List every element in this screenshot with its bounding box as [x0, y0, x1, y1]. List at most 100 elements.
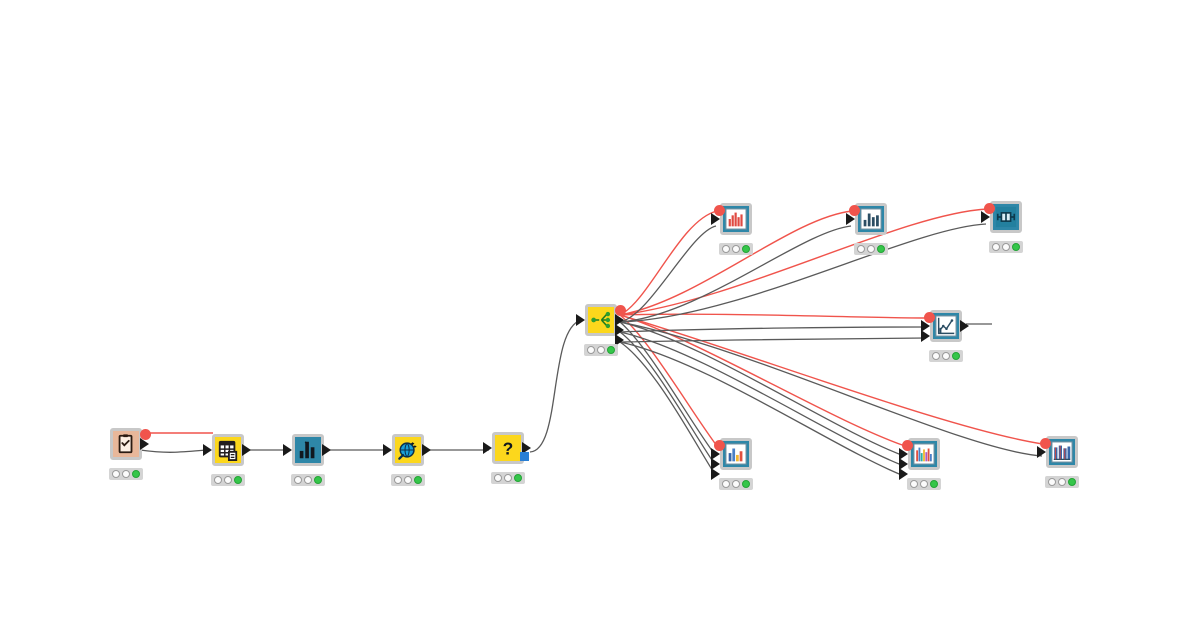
box-plot-view-node-status-lamp-3: [1012, 243, 1020, 251]
colored-bar-chart-view-node-status-lamp-1: [722, 480, 730, 488]
edge-hub-data2-to-v4[interactable]: [619, 326, 927, 333]
statistics-node-out-data-port-1[interactable]: [322, 444, 331, 456]
unknown-question-node-status-lamp-3: [514, 474, 522, 482]
unknown-question-node-out-flow-port[interactable]: [520, 452, 529, 461]
bar-chart-view-node-status-bar: [719, 243, 753, 255]
edge-hub-data3-to-v5[interactable]: [619, 341, 717, 477]
splitter-hub-node-out-variable-port[interactable]: [615, 305, 626, 316]
edge-hub-data3-to-v6[interactable]: [619, 341, 905, 477]
table-manipulator-node-out-data-port-1[interactable]: [242, 444, 251, 456]
colored-bar-chart-view-node-status-lamp-3: [742, 480, 750, 488]
svg-text:?: ?: [503, 438, 514, 458]
multi-series-chart-view-node-in-data-port-1[interactable]: [899, 448, 908, 460]
histogram-dark-icon: [299, 441, 315, 459]
statistics-node[interactable]: [292, 434, 324, 466]
colored-bar-chart-view-node-in-data-port-3[interactable]: [711, 468, 720, 480]
unknown-question-node-out-data-port-1[interactable]: [522, 442, 531, 454]
globe-magnifier-icon: [398, 442, 417, 460]
line-plot-view-node[interactable]: [930, 310, 962, 342]
grouped-bar-chart-view-node-in-data-port-1[interactable]: [1037, 446, 1046, 458]
splitter-hub-node-in-data-port-1[interactable]: [576, 314, 585, 326]
file-reader-node[interactable]: [110, 428, 142, 460]
edge-n1-data-to-n2[interactable]: [139, 449, 208, 453]
column-chart-view-node[interactable]: [855, 203, 887, 235]
search-globe-node-out-data-port-1[interactable]: [422, 444, 431, 456]
grouped-bar-chart-view-node-status-bar: [1045, 476, 1079, 488]
bar-chart-view-node-in-data-port-1[interactable]: [711, 213, 720, 225]
box-plot-view-node-in-data-port-1[interactable]: [981, 211, 990, 223]
search-globe-node-in-data-port-1[interactable]: [383, 444, 392, 456]
edge-hub-var-to-v4[interactable]: [619, 313, 928, 319]
edge-hub-data2-to-v5[interactable]: [619, 331, 717, 467]
splitter-hub-node-out-data-port-2[interactable]: [615, 324, 624, 336]
bar-chart-view-node[interactable]: [720, 203, 752, 235]
edge-hub-data1-to-v2[interactable]: [619, 225, 852, 323]
colored-bar-chart-icon: [725, 443, 747, 465]
unknown-question-node-status-lamp-2: [504, 474, 512, 482]
grouped-bar-chart-view-node[interactable]: [1046, 436, 1078, 468]
colored-bar-chart-view-node-status-lamp-2: [732, 480, 740, 488]
search-globe-node[interactable]: [392, 434, 424, 466]
splitter-hub-node-out-data-port-3[interactable]: [615, 334, 624, 346]
edge-hub-data1-to-v6[interactable]: [619, 321, 905, 457]
unknown-question-node-in-data-port-1[interactable]: [483, 442, 492, 454]
bar-chart-view-node-in-variable-port[interactable]: [714, 205, 725, 216]
edge-hub-data1-to-v3[interactable]: [619, 223, 987, 323]
line-plot-view-node-status-lamp-3: [952, 352, 960, 360]
edge-hub-var-to-v6[interactable]: [619, 314, 906, 447]
table-manipulator-node-status-lamp-3: [234, 476, 242, 484]
box-plot-view-node-in-variable-port[interactable]: [984, 203, 995, 214]
table-grid-icon: [218, 440, 238, 461]
edge-hub-data1-to-v1[interactable]: [619, 225, 717, 323]
column-chart-view-node-status-lamp-1: [857, 245, 865, 253]
grouped-bar-chart-view-node-status-lamp-1: [1048, 478, 1056, 486]
splitter-hub-node-out-data-port-1[interactable]: [615, 314, 624, 326]
line-plot-view-node-out-data-port-1[interactable]: [960, 320, 969, 332]
table-manipulator-node[interactable]: [212, 434, 244, 466]
statistics-node-in-data-port-1[interactable]: [283, 444, 292, 456]
splitter-hub-node-status-lamp-2: [597, 346, 605, 354]
file-reader-node-status-lamp-1: [112, 470, 120, 478]
table-manipulator-node-status-bar: [211, 474, 245, 486]
splitter-hub-node[interactable]: [585, 304, 617, 336]
multi-series-chart-view-node-in-variable-port[interactable]: [902, 440, 913, 451]
box-plot-view-node[interactable]: [990, 201, 1022, 233]
line-plot-view-node-status-bar: [929, 350, 963, 362]
line-plot-view-node-in-data-port-1[interactable]: [921, 320, 930, 332]
colored-bar-chart-view-node-in-data-port-1[interactable]: [711, 448, 720, 460]
edge-hub-data3-to-v4[interactable]: [619, 337, 927, 343]
colored-bar-chart-view-node-in-variable-port[interactable]: [714, 440, 725, 451]
edge-hub-var-to-v5[interactable]: [619, 314, 718, 447]
file-reader-node-out-data-port-1[interactable]: [140, 438, 149, 450]
statistics-node-status-bar: [291, 474, 325, 486]
multi-series-chart-view-node-in-data-port-3[interactable]: [899, 468, 908, 480]
line-plot-view-node-in-data-port-2[interactable]: [921, 330, 930, 342]
colored-bar-chart-view-node-in-data-port-2[interactable]: [711, 458, 720, 470]
line-plot-view-node-status-lamp-2: [942, 352, 950, 360]
edge-hub-var-to-v1[interactable]: [619, 210, 718, 316]
colored-bar-chart-view-node-status-bar: [719, 478, 753, 490]
multi-series-chart-view-node[interactable]: [908, 438, 940, 470]
edge-hub-data1-to-v7[interactable]: [619, 321, 1043, 457]
file-reader-node-out-variable-port[interactable]: [140, 429, 151, 440]
line-plot-view-node-in-variable-port[interactable]: [924, 312, 935, 323]
colored-bar-chart-view-node[interactable]: [720, 438, 752, 470]
edge-hub-data1-to-v5[interactable]: [619, 321, 717, 457]
edge-n5-to-hub[interactable]: [529, 319, 582, 453]
table-manipulator-node-in-data-port-1[interactable]: [203, 444, 212, 456]
search-globe-node-status-bar: [391, 474, 425, 486]
edge-hub-data2-to-v6[interactable]: [619, 331, 905, 467]
grouped-bar-chart-view-node-in-variable-port[interactable]: [1040, 438, 1051, 449]
bar-chart-view-node-status-lamp-2: [732, 245, 740, 253]
column-chart-view-node-in-variable-port[interactable]: [849, 205, 860, 216]
search-globe-node-status-lamp-1: [394, 476, 402, 484]
edge-hub-var-to-v3[interactable]: [619, 208, 988, 316]
edge-hub-var-to-v7[interactable]: [619, 314, 1044, 445]
column-chart-view-node-in-data-port-1[interactable]: [846, 213, 855, 225]
red-bar-chart-icon: [725, 208, 747, 230]
statistics-node-status-lamp-1: [294, 476, 302, 484]
multi-series-chart-view-node-in-data-port-2[interactable]: [899, 458, 908, 470]
file-reader-node-status-bar: [109, 468, 143, 480]
question-mark-icon: ?: [503, 438, 514, 458]
